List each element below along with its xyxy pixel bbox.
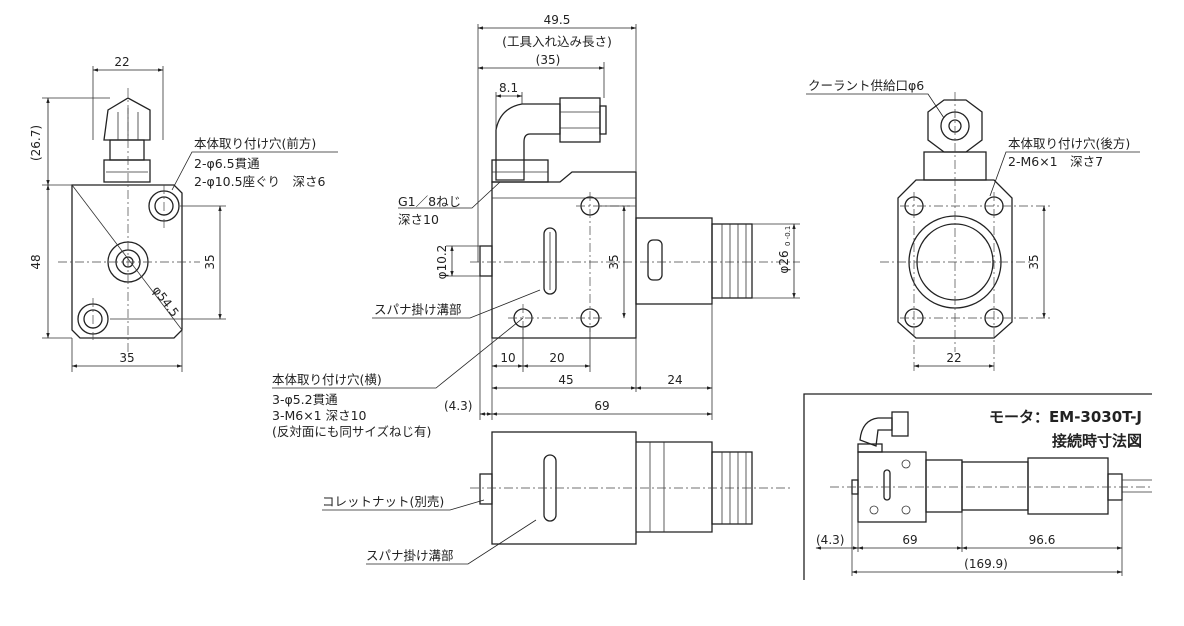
side-thread-depth: 深さ10 (398, 212, 439, 227)
side-dim-8-1: 8.1 (499, 81, 518, 95)
inset-title-2: 接続時寸法図 (1052, 432, 1142, 450)
side-nose-tol: 0 -0.1 (784, 226, 792, 246)
bottom-view: コレットナット(別売) スパナ掛け溝部 (322, 431, 790, 565)
front-height-body: 48 (29, 254, 43, 269)
rear-body (897, 179, 1013, 339)
front-pitch-h: 35 (119, 351, 134, 365)
side-dim-4-3: (4.3) (444, 399, 472, 413)
front-fitting-nut (109, 139, 145, 161)
inset-motor (961, 461, 1029, 511)
front-fitting-base (103, 159, 151, 183)
bottom-spanner-label: スパナ掛け溝部 (366, 548, 454, 563)
side-dim-35-paren: (35) (536, 53, 561, 67)
front-pitch-v: 35 (203, 254, 217, 269)
side-fitting-base (491, 159, 549, 183)
motor-inset: モータ：EM-3030T-J 接続時寸法図 (4.3) 69 96.6 (169… (803, 393, 1152, 580)
rear-note-title: 本体取り付け穴(後方) (1008, 136, 1130, 151)
side-hole-line2: 3-M6×1 深さ10 (272, 408, 367, 423)
side-dim-69: 69 (594, 399, 609, 413)
side-dim-20: 20 (549, 351, 564, 365)
inset-title-1: モータ：EM-3030T-J (989, 408, 1142, 426)
front-note-title: 本体取り付け穴(前方) (194, 136, 316, 151)
inset-frame (803, 393, 1152, 580)
side-spanner-slot (543, 227, 557, 295)
front-view: φ54.5 22 (26.7) 48 35 35 本体取り付け穴(前方) 2-φ… (29, 55, 338, 372)
side-hole-line3: (反対面にも同サイズねじ有) (272, 424, 431, 439)
rear-hex (927, 99, 983, 153)
inset-dim-169-9: (169.9) (964, 557, 1008, 571)
front-height-top: (26.7) (29, 125, 43, 161)
inset-motor-rear (1027, 457, 1109, 515)
side-hex-nut (559, 97, 601, 143)
inset-dim-69: 69 (902, 533, 917, 547)
side-slot (647, 239, 663, 281)
side-shaft-dia: φ10.2 (435, 245, 449, 280)
front-note-line2: 2-φ10.5座ぐり 深さ6 (194, 174, 326, 189)
rear-view: 35 22 クーラント供給口φ6 本体取り付け穴(後方) 2-M6×1 深さ7 (806, 78, 1140, 372)
side-view: 49.5 (工具入れ込み長さ) (35) 8.1 G1／8ねじ 深さ10 φ10… (272, 13, 800, 439)
bottom-collet (479, 473, 493, 505)
side-spanner-label: スパナ掛け溝部 (374, 302, 462, 317)
side-elbow (495, 103, 561, 181)
front-width-top: 22 (114, 55, 129, 69)
side-tool-label: (工具入れ込み長さ) (502, 34, 612, 49)
side-dim-10: 10 (500, 351, 515, 365)
side-height-35: 35 (607, 254, 621, 269)
side-hole-title: 本体取り付け穴(横) (272, 372, 382, 387)
rear-height-35: 35 (1027, 254, 1041, 269)
side-thread (711, 223, 753, 299)
side-nose-dia: φ26 (777, 250, 791, 273)
inset-nose (925, 459, 963, 513)
front-fitting-elbow (103, 97, 151, 141)
side-tool-length: 49.5 (544, 13, 571, 27)
rear-note-line1: 2-M6×1 深さ7 (1008, 154, 1103, 169)
inset-dim-4-3: (4.3) (816, 533, 844, 547)
bottom-collet-label: コレットナット(別売) (322, 494, 444, 509)
front-note-line1: 2-φ6.5貫通 (194, 156, 260, 171)
side-dim-24: 24 (667, 373, 682, 387)
inset-dim-96-6: 96.6 (1029, 533, 1056, 547)
front-diagonal-label: φ54.5 (150, 283, 182, 319)
side-thread-label: G1／8ねじ (398, 194, 461, 209)
rear-width-22: 22 (946, 351, 961, 365)
bottom-nose (636, 441, 713, 533)
inset-elbow (859, 417, 893, 447)
side-hole-line1: 3-φ5.2貫通 (272, 392, 338, 407)
front-body (71, 184, 183, 339)
side-dim-45: 45 (558, 373, 573, 387)
side-shaft (479, 245, 493, 277)
rear-coolant-label: クーラント供給口φ6 (808, 78, 924, 93)
